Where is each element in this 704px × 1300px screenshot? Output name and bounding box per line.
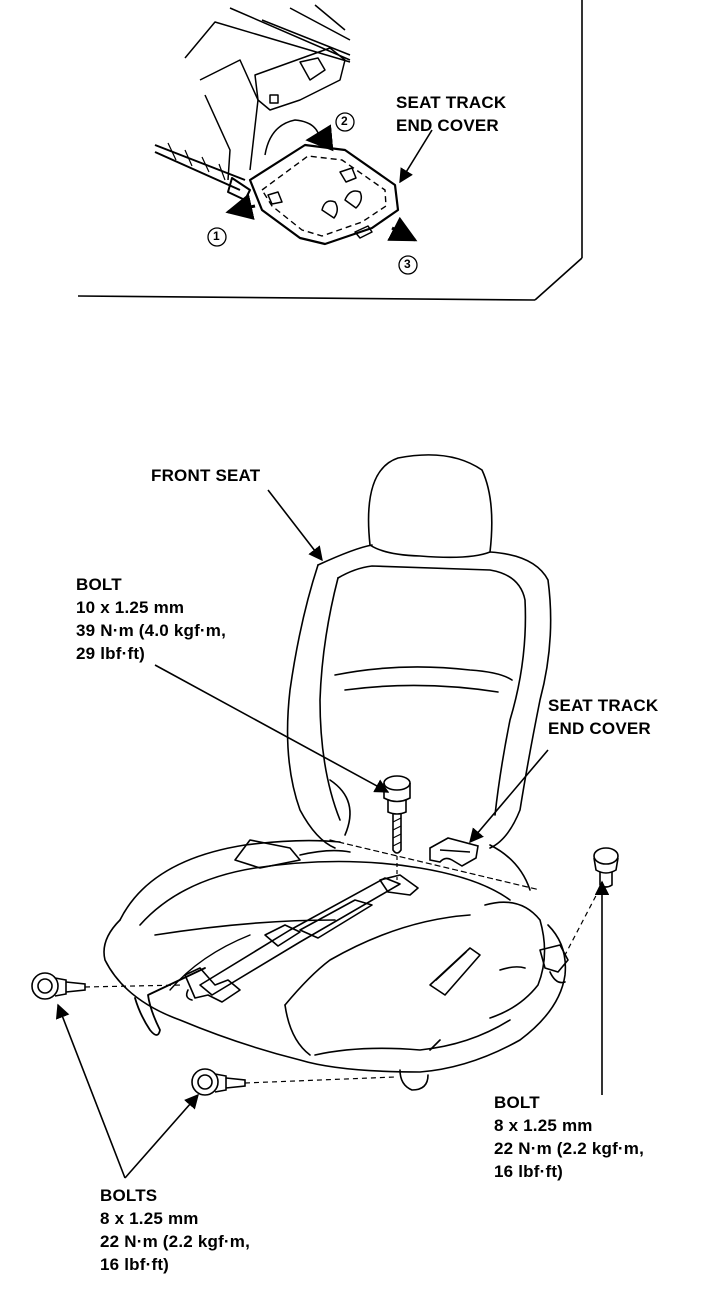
leader-lines <box>55 489 610 1179</box>
main-cover-label-line-2: END COVER <box>548 719 651 738</box>
step-1-number: 1 <box>213 229 220 243</box>
bolt-right-label-line-2: 8 x 1.25 mm <box>494 1116 593 1135</box>
bolt-right-label: BOLT 8 x 1.25 mm 22 N·m (2.2 kgf·m, 16 l… <box>494 1091 644 1183</box>
inset-cover-leader-line <box>399 129 433 184</box>
step-1-circle <box>207 227 227 247</box>
bolt-top-leader <box>154 664 390 793</box>
inset-step-circles <box>207 112 418 275</box>
bolt-right-icon <box>564 847 619 956</box>
bolts-left-label-line-4: 16 lbf·ft) <box>100 1255 170 1274</box>
front-seat-illustration <box>103 454 569 1091</box>
bolt-right-label-line-1: BOLT <box>494 1093 540 1112</box>
bolt-right-label-line-4: 16 lbf·ft) <box>494 1162 564 1181</box>
bolt-left-upper-icon <box>31 972 183 1000</box>
inset-seat-track-illustration <box>154 4 400 246</box>
front-seat-label: FRONT SEAT <box>151 466 261 485</box>
step-3-circle <box>398 255 418 275</box>
step-2-number: 2 <box>341 114 348 128</box>
bolts-left-label-line-2: 8 x 1.25 mm <box>100 1209 199 1228</box>
step-3-number: 3 <box>404 257 411 271</box>
bolts-left-leader-a <box>55 1003 126 1179</box>
inset-frame <box>77 0 583 301</box>
bolt-top-label-line-2: 10 x 1.25 mm <box>76 598 185 617</box>
inset-cover-label-line-1: SEAT TRACK <box>396 93 507 112</box>
seat-track-end-cover-icon <box>429 837 479 867</box>
main-cover-label: SEAT TRACK END COVER <box>548 694 658 740</box>
cover-leader <box>469 749 549 844</box>
bolt-left-lower-icon <box>191 1068 396 1096</box>
bolt-top-icon <box>383 775 411 880</box>
bolts-left-label-line-1: BOLTS <box>100 1186 158 1205</box>
bolt-top-label-line-3: 39 N·m (4.0 kgf·m, <box>76 621 227 640</box>
front-seat-leader <box>267 489 323 562</box>
bolt-top-label-line-4: 29 lbf·ft) <box>76 644 146 663</box>
bolts-left-leader-b <box>124 1093 199 1179</box>
main-cover-label-line-1: SEAT TRACK <box>548 696 659 715</box>
bolt-right-label-line-3: 22 N·m (2.2 kgf·m, <box>494 1139 645 1158</box>
step-2-circle <box>335 112 355 132</box>
bolts-left-label-line-3: 22 N·m (2.2 kgf·m, <box>100 1232 251 1251</box>
inset-arrows <box>225 124 418 242</box>
bolt-top-label: BOLT 10 x 1.25 mm 39 N·m (4.0 kgf·m, 29 … <box>76 573 226 665</box>
inset-cover-label: SEAT TRACK END COVER <box>396 91 506 137</box>
bolt-top-label-line-1: BOLT <box>76 575 122 594</box>
bolts-left-label: BOLTS 8 x 1.25 mm 22 N·m (2.2 kgf·m, 16 … <box>100 1184 250 1276</box>
inset-cover-label-line-2: END COVER <box>396 116 499 135</box>
